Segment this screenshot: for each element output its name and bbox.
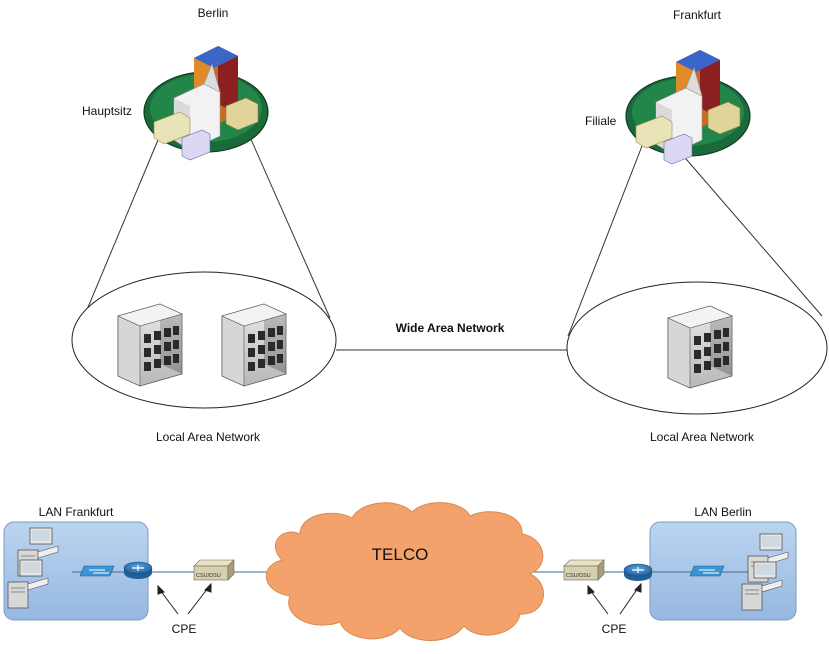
router-icon bbox=[123, 561, 153, 580]
wan-label: Wide Area Network bbox=[395, 321, 505, 335]
switch-icon bbox=[79, 565, 115, 577]
csu-dsu-label: CSU/DSU bbox=[566, 573, 591, 579]
office-building-icon bbox=[667, 305, 733, 389]
csu-dsu-label: CSU/DSU bbox=[196, 573, 221, 579]
site-right-role: Filiale bbox=[585, 114, 617, 128]
cpe-left-label: CPE bbox=[171, 622, 197, 636]
site-right-city: Frankfurt bbox=[672, 8, 722, 22]
lan-right-label: Local Area Network bbox=[649, 430, 755, 444]
site-berlin-icon bbox=[143, 45, 269, 161]
switch-icon bbox=[689, 565, 725, 577]
office-building-icon bbox=[117, 303, 183, 387]
site-left-role: Hauptsitz bbox=[82, 104, 133, 118]
cpe-right-label: CPE bbox=[601, 622, 627, 636]
cpe-arrows-left bbox=[157, 582, 212, 615]
lan-frankfurt-label: LAN Frankfurt bbox=[38, 505, 114, 519]
zoom-lines bbox=[75, 109, 823, 337]
telco-cloud-shape bbox=[265, 502, 544, 641]
site-frankfurt-icon bbox=[625, 49, 751, 165]
cpe-arrows-right bbox=[587, 582, 642, 615]
telco-label: TELCO bbox=[371, 545, 429, 564]
lan-left-label: Local Area Network bbox=[155, 430, 261, 444]
site-left-city: Berlin bbox=[197, 6, 229, 20]
router-icon bbox=[623, 563, 653, 582]
lan-berlin-label: LAN Berlin bbox=[694, 505, 752, 519]
lan-ellipse-left bbox=[71, 271, 337, 409]
office-building-icon bbox=[221, 303, 287, 387]
